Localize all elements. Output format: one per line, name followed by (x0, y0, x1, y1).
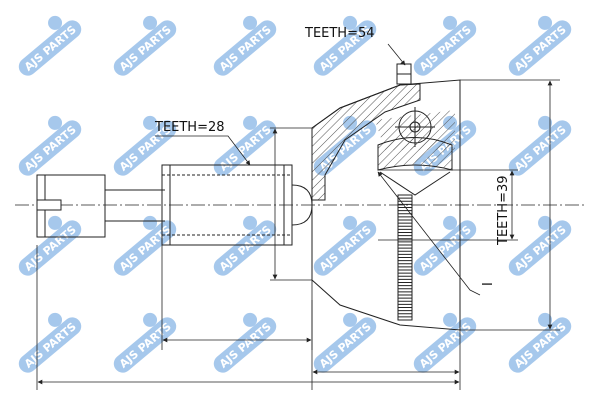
watermark-layer: AJS PARTS AJS PARTS AJS PARTS AJS PARTS AJS … (18, 15, 572, 373)
svg-text:AJS PARTS: AJS PARTS (512, 320, 569, 371)
ajs-parts-watermark: AJS PARTS (18, 15, 82, 76)
dimension-marker-label: I (481, 282, 496, 286)
ajs-parts-watermark: AJS PARTS (213, 15, 277, 76)
svg-text:AJS PARTS: AJS PARTS (22, 123, 79, 174)
teeth-39-label: TEETH=39 (496, 175, 511, 246)
svg-text:AJS PARTS: AJS PARTS (22, 23, 79, 74)
ajs-parts-watermark: AJS PARTS (313, 215, 377, 276)
svg-text:AJS PARTS: AJS PARTS (512, 23, 569, 74)
svg-text:AJS PARTS: AJS PARTS (117, 320, 174, 371)
bell-housing (311, 63, 461, 331)
abs-ring (397, 194, 413, 321)
ajs-parts-watermark: AJS PARTS (18, 312, 82, 373)
svg-text:AJS PARTS: AJS PARTS (117, 223, 174, 274)
ajs-parts-watermark: AJS PARTS (508, 115, 572, 176)
ajs-parts-watermark: AJS PARTS (213, 215, 277, 276)
svg-text:AJS PARTS: AJS PARTS (217, 23, 274, 74)
svg-text:AJS PARTS: AJS PARTS (512, 223, 569, 274)
leader-lines (155, 43, 481, 296)
ajs-parts-watermark: AJS PARTS (113, 115, 177, 176)
ajs-parts-watermark: AJS PARTS (508, 312, 572, 373)
svg-text:AJS PARTS: AJS PARTS (117, 23, 174, 74)
ajs-parts-watermark: AJS PARTS (313, 15, 377, 76)
svg-text:AJS PARTS: AJS PARTS (217, 223, 274, 274)
teeth-54-label: TEETH=54 (304, 26, 375, 41)
ajs-parts-watermark: AJS PARTS (18, 215, 82, 276)
svg-text:AJS PARTS: AJS PARTS (22, 223, 79, 274)
teeth-28-label: TEETH=28 (154, 120, 225, 135)
outer-spline (161, 164, 313, 246)
ajs-parts-watermark: AJS PARTS (113, 15, 177, 76)
ajs-parts-watermark: AJS PARTS (413, 312, 477, 373)
svg-text:AJS PARTS: AJS PARTS (417, 223, 474, 274)
ajs-parts-watermark: AJS PARTS (508, 15, 572, 76)
ajs-parts-watermark: AJS PARTS (113, 215, 177, 276)
svg-text:AJS PARTS: AJS PARTS (217, 320, 274, 371)
ajs-parts-watermark: AJS PARTS (213, 115, 277, 176)
svg-text:AJS PARTS: AJS PARTS (417, 23, 474, 74)
svg-text:AJS PARTS: AJS PARTS (317, 223, 374, 274)
ajs-parts-watermark: AJS PARTS (18, 115, 82, 176)
svg-text:AJS PARTS: AJS PARTS (317, 320, 374, 371)
svg-text:AJS PARTS: AJS PARTS (217, 123, 274, 174)
shaft-end (36, 174, 165, 238)
dimension-lines (36, 79, 560, 390)
svg-text:AJS PARTS: AJS PARTS (512, 123, 569, 174)
svg-text:AJS PARTS: AJS PARTS (22, 320, 79, 371)
ajs-parts-watermark: AJS PARTS (413, 15, 477, 76)
